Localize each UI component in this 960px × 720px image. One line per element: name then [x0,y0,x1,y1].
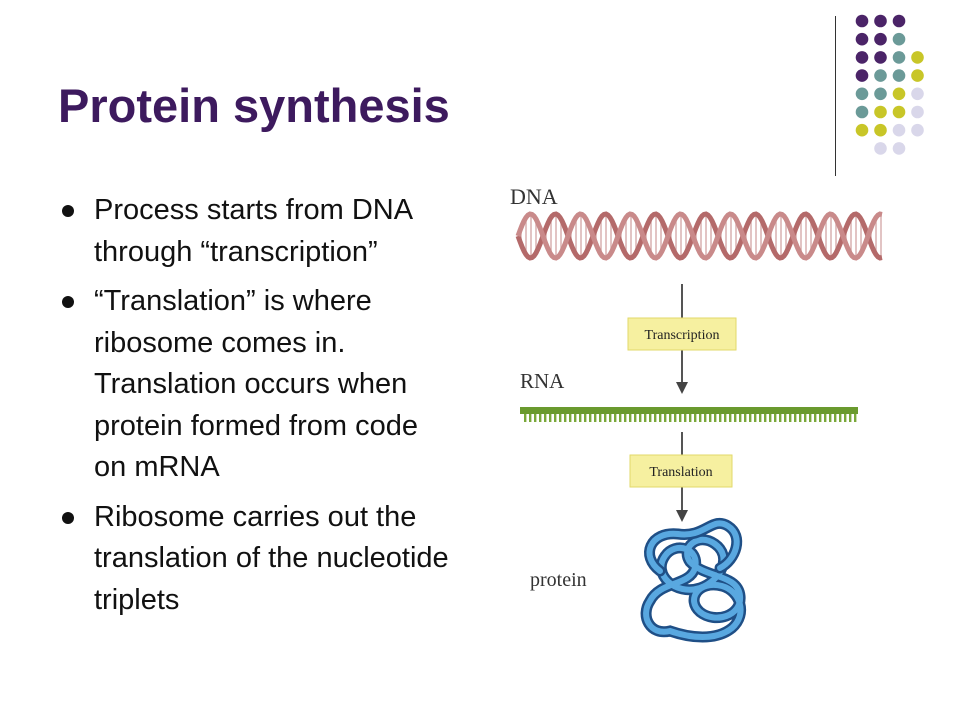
arrow-down-icon [676,382,688,394]
decorative-dot [855,69,869,82]
decorative-dot [855,32,869,46]
decorative-dot [874,51,887,64]
bullet-icon [62,205,74,217]
bullet-icon [62,296,74,308]
decorative-dot-grid [855,14,924,155]
bullet-item: Ribosome carries out the translation of … [58,497,458,622]
decorative-dot [874,32,887,46]
decorative-dot [855,123,869,137]
decorative-dot [911,69,924,82]
decorative-dot [892,87,906,101]
dna-label: DNA [510,184,558,209]
rna-strand-icon [520,407,858,422]
decorative-dot [892,123,906,137]
arrow-down-icon [676,510,688,522]
bullet-item: “Translation” is where ribosome comes in… [58,281,458,489]
bullet-list: Process starts from DNA through “transcr… [58,190,458,629]
decorative-dot [874,105,887,119]
translation-label: Translation [649,465,712,480]
rna-label: RNA [520,369,565,393]
protein-label: protein [530,569,587,591]
decorative-dot [855,14,869,28]
dna-helix-icon [515,211,883,261]
decorative-dot [874,87,887,101]
bullet-text: “Translation” is where ribosome comes in… [94,285,418,483]
decorative-dot [874,14,887,28]
decorative-dot [911,105,924,119]
protein-structure-icon [640,517,747,643]
decorative-dot [874,142,887,155]
decorative-dot [892,32,906,46]
decorative-dot [855,105,869,119]
bullet-text: Ribosome carries out the translation of … [94,500,449,616]
divider-line [835,16,836,176]
decorative-dot [892,142,906,155]
decorative-dot [892,105,906,119]
decorative-dot [892,69,906,82]
decorative-dot [911,51,924,64]
decorative-dot [892,51,906,64]
bullet-text: Process starts from DNA through “transcr… [94,194,412,268]
decorative-dot [855,51,869,64]
transcription-box [627,317,737,351]
bullet-icon [62,511,74,524]
transcription-label: Transcription [645,328,720,343]
slide-title: Protein synthesis [58,79,450,132]
decorative-dot [874,69,887,82]
decorative-dot [911,123,924,137]
decorative-dot [874,123,887,137]
decorative-dot [892,14,906,28]
bullet-item: Process starts from DNA through “transcr… [58,190,458,273]
protein-synthesis-diagram: DNA Transcription RNA Translation protei… [510,184,883,643]
decorative-dot [855,87,869,101]
translation-box [629,454,733,488]
decorative-dot [911,87,924,101]
